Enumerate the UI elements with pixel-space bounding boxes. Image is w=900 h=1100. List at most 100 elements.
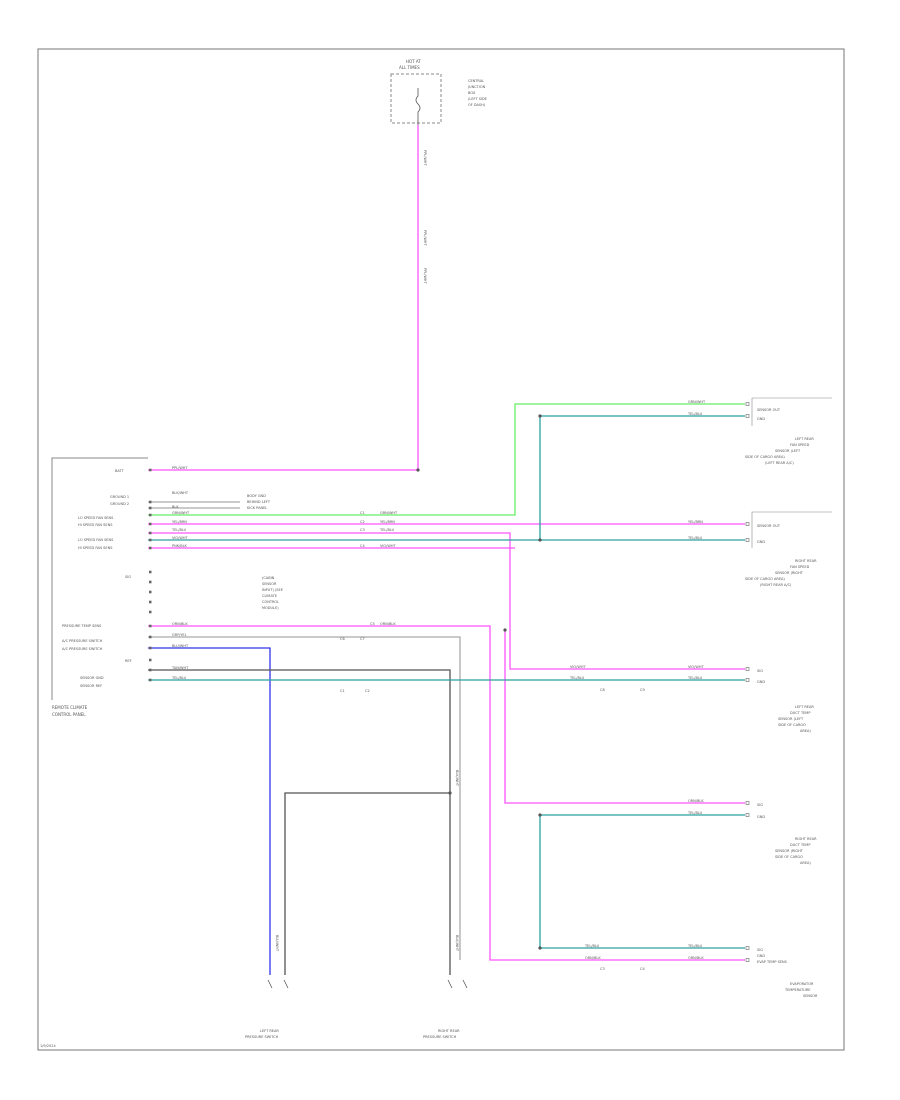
sensor-2-pin-1: GND <box>757 680 765 684</box>
wire-label: PPL/WHT <box>172 466 188 470</box>
wire-label: TEL/BLU <box>171 676 187 680</box>
module-pin-tick <box>149 646 152 650</box>
wire-pink-duct2 <box>504 630 745 804</box>
sensor-0-pin-0: SENSOR OUT <box>757 408 781 412</box>
module-pin-1: GROUND 1 <box>110 495 129 499</box>
sensor-1-desc-4: (RIGHT REAR A/C) <box>760 583 792 587</box>
side-note: (CABIN SENSOR INPUT) (SEE CLIMATE CONTRO… <box>262 576 283 610</box>
module-pin-10: A/C PRESSURE SWITCH <box>62 647 103 651</box>
module-pin-2: GROUND 2 <box>110 502 129 506</box>
sensor-3-desc-0: RIGHT REAR <box>795 837 817 841</box>
wire-black-ref <box>148 669 451 975</box>
wire-ground <box>148 501 240 509</box>
sensor-2-desc-0: LEFT REAR <box>795 705 814 709</box>
wire-label: YEL/BRN <box>380 520 395 524</box>
switch-0-name-0: LEFT REAR <box>260 1029 279 1033</box>
ground-2: KICK PANEL <box>247 506 267 510</box>
wire-label: TEL/BLU <box>687 811 703 815</box>
module-pin-tick <box>149 590 152 594</box>
module-pin-tick <box>149 624 152 628</box>
wire-label: PNK/BLK <box>172 544 188 548</box>
switch-0-name-1: PRESSURE SWITCH <box>245 1035 279 1039</box>
wire-blue <box>148 647 271 975</box>
module-pin-tick <box>149 513 152 517</box>
wire-label: TEL/BLU <box>569 676 585 680</box>
wire-green <box>148 403 745 516</box>
wire-label: TEL/BLU <box>687 676 703 680</box>
module-pin-tick <box>149 580 152 584</box>
wire-label: ORN/BLK <box>172 622 188 626</box>
fuse-desc-3: (LEFT SIDE <box>468 97 487 101</box>
wire-label: VIO/WHT <box>688 665 704 669</box>
splice-dot <box>416 468 420 472</box>
sensor-0-desc-3: SIDE OF CARGO AREA) <box>745 455 785 459</box>
connector-label: C2 <box>360 520 365 524</box>
connector-label: C5 <box>370 622 375 626</box>
wire-label: BLK <box>172 505 179 509</box>
sensor-pin <box>745 813 750 817</box>
switch-contact <box>267 979 273 989</box>
wire-label: GRN/WHT <box>172 511 190 515</box>
connector-label: C1 <box>360 511 365 515</box>
sensor-4-pin-0: SIG <box>757 948 763 952</box>
wire-label: VIO/WHT <box>380 544 396 548</box>
fuse-title-1: HOT AT <box>406 59 421 64</box>
connector-label: C7 <box>360 637 365 641</box>
fuse-desc-2: BOX <box>468 91 476 95</box>
module-pin-tick <box>149 668 152 672</box>
module-block: BATT GROUND 1 GROUND 2 LO SPEED FAN SENS… <box>51 457 148 717</box>
fuse-title-2: ALL TIMES <box>399 65 420 70</box>
wire-label: YEL/BRN <box>172 520 187 524</box>
sensor-rr-duct: SIG GND RIGHT REAR DUCT TEMP SENSOR (RIG… <box>757 803 817 865</box>
side-note-3: CLIMATE <box>262 594 277 598</box>
switch-1-name-1: PRESSURE SWITCH <box>423 1035 457 1039</box>
splice-dot <box>538 538 542 542</box>
sensor-3-desc-3: SIDE OF CARGO <box>775 855 803 859</box>
connector-label: C6 <box>340 637 345 641</box>
side-note-1: SENSOR <box>262 582 277 586</box>
wire-teal3 <box>539 814 745 949</box>
wire-label: TEL/BLU <box>379 528 395 532</box>
wire-teal1 <box>539 415 745 541</box>
sensor-2-pin-0: SIG <box>757 669 763 673</box>
module-outline <box>51 457 148 700</box>
splice-dot <box>538 414 542 418</box>
connector-label: C9 <box>640 688 645 692</box>
wire-label-layer: PPL/WHT BLK/WHT BLK GRN/WHT YEL/BRN TEL/BLU VI… <box>171 150 706 971</box>
marks-layer <box>149 88 832 989</box>
module-pin-12: SENSOR GND <box>80 676 104 680</box>
wire-label: BLK/WHT <box>172 491 189 495</box>
sensor-1-desc-3: SIDE OF CARGO AREA) <box>745 577 785 581</box>
sensor-housing <box>751 397 832 426</box>
module-name-1: CONTROL PANEL <box>52 712 86 717</box>
sensor-rr-fan: SENSOR OUT GND RIGHT REAR FAN SPEED SENS… <box>745 524 817 587</box>
switch-contact <box>462 979 468 989</box>
wire-hi-sens <box>148 532 745 670</box>
sensor-pin <box>745 667 750 671</box>
splice-dot <box>448 791 452 795</box>
wires <box>148 125 745 975</box>
module-pin-tick <box>149 522 152 526</box>
fuse-block: HOT AT ALL TIMES CENTRAL JUNCTION BOX (L… <box>390 59 487 124</box>
wire-label-vertical: PPL/WHT <box>423 150 427 166</box>
sensor-2-desc-4: AREA) <box>800 729 811 733</box>
sensor-2-desc-3: SIDE OF CARGO <box>778 723 806 727</box>
sensor-0-desc-0: LEFT REAR <box>795 437 814 441</box>
connector-label: C1 <box>340 689 345 693</box>
side-note-0: (CABIN <box>262 576 275 580</box>
sensor-4-pin-1: GND <box>757 954 765 958</box>
wire-label-vertical: PPL/WHT <box>423 230 427 246</box>
switch-right: RIGHT REAR PRESSURE SWITCH <box>423 1029 460 1039</box>
switch-contact <box>283 979 289 989</box>
sensor-4-desc-2: SENSOR <box>803 994 818 998</box>
sensor-evap: SIG GND EVAP TEMP SENS EVAPORATOR TEMPER… <box>757 948 818 998</box>
side-note-5: MODULE) <box>262 606 279 610</box>
wire-label: VIO/WHT <box>570 665 586 669</box>
module-pin-9: A/C PRESSURE SWITCH <box>62 639 103 643</box>
wire-label: ORN/BLK <box>688 799 704 803</box>
wire-label: ORN/BLK <box>380 622 396 626</box>
sensor-pin <box>745 958 750 962</box>
wire-batt <box>148 125 419 471</box>
module-pin-4: HI SPEED FAN SENS <box>78 523 113 527</box>
